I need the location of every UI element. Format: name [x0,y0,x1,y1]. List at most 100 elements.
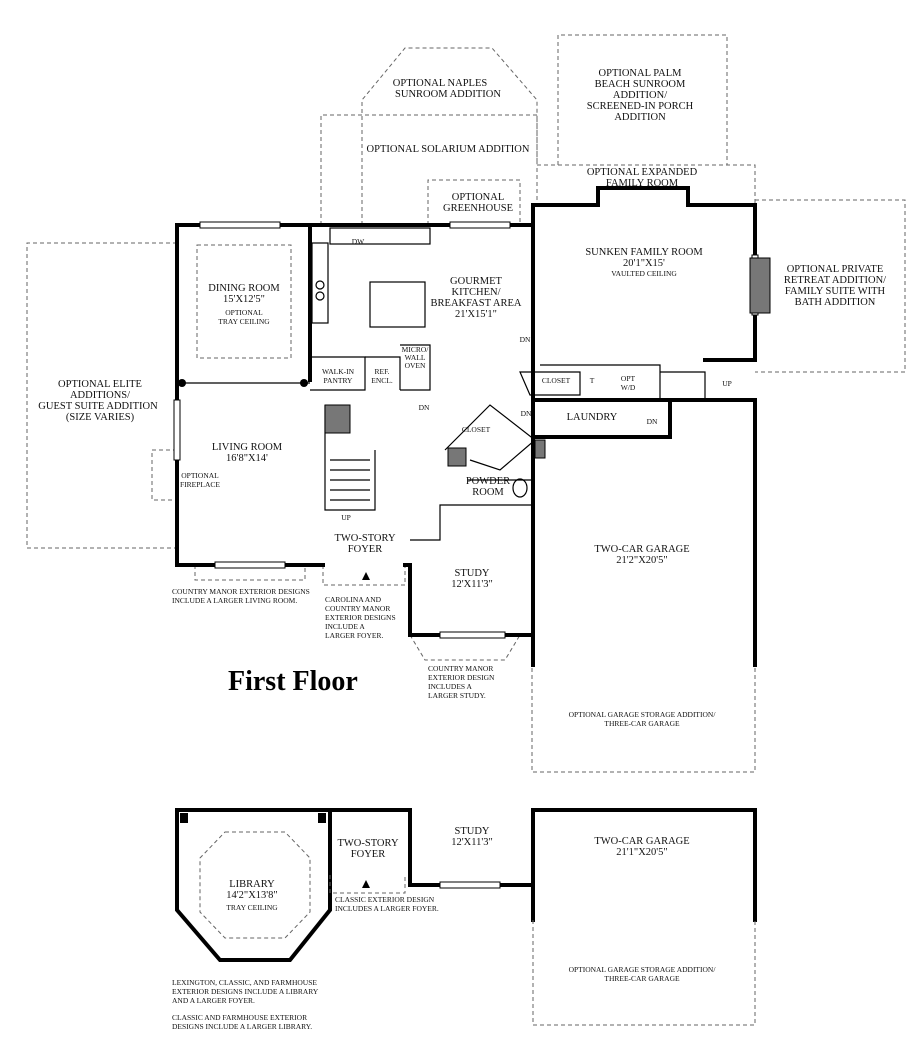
closet-post [447,447,467,467]
larger-foyer-outline [322,565,406,586]
closet-laundry-label: CLOSET [542,376,571,385]
powder-line1: POWDER [466,476,510,487]
dw-label: DW [352,237,365,246]
lexington-line3: AND A LARGER FOYER. [172,996,255,1005]
country-living-line1: COUNTRY MANOR EXTERIOR DESIGNS [172,587,310,596]
walls [175,186,757,667]
kitchen-line1: GOURMET [450,276,503,287]
cooktop [315,280,325,290]
pantry-line2: PANTRY [324,376,353,385]
window-study [439,631,506,639]
elite-line2: ADDITIONS/ [70,390,130,401]
ref-box [365,356,401,390]
pantry-box [310,356,366,391]
larger-study-outline [409,634,521,661]
optwd-line1: OPT [621,374,636,383]
laundry-north [540,364,661,400]
library-post-right [318,813,326,823]
elite-additions-outline [26,242,177,549]
alt-garage-storage-line1: OPTIONAL GARAGE STORAGE ADDITION/ [569,965,717,974]
carolina-line1: CAROLINA AND [325,595,382,604]
alt-garage-walls [531,808,757,922]
library-name: LIBRARY [229,879,275,890]
palm-line5: ADDITION [614,112,666,123]
west-wall [175,223,325,567]
fixtures [178,227,771,580]
optwd-line2: W/D [621,383,636,392]
micro-line2: WALL [405,353,426,362]
pantry-line1: WALK-IN [322,367,355,376]
dining-tray-outline [196,244,292,359]
window-living [214,561,286,569]
micro-box [400,344,431,391]
kitchen-counter [311,242,329,324]
alt-foyer-line2: FOYER [351,849,385,860]
closet-label: CLOSET [462,425,491,434]
window-kitchen [449,221,511,229]
garage-post [534,439,546,459]
classic-note-line1: CLASSIC EXTERIOR DESIGN [335,895,435,904]
study-size: 12'X11'3" [451,579,493,590]
classic-note-line2: INCLUDES A LARGER FOYER. [335,904,439,913]
dn-marker-4: DN [647,417,658,426]
solarium-label: OPTIONAL SOLARIUM ADDITION [367,144,530,155]
stairs-outline [324,405,376,511]
alt-garage-name: TWO-CAR GARAGE [594,836,689,847]
garage-storage-line1: OPTIONAL GARAGE STORAGE ADDITION/ [569,710,717,719]
laundry-label: LAUNDRY [567,412,618,423]
dn-marker-1: DN [520,335,531,344]
dining-note2: TRAY CEILING [218,317,270,326]
elite-line1: OPTIONAL ELITE [58,379,142,390]
carolina-line2: COUNTRY MANOR [325,604,390,613]
palm-line2: BEACH SUNROOM [595,79,686,90]
alt-garage-size: 21'1"X20'5" [616,847,667,858]
private-line4: BATH ADDITION [795,297,876,308]
naples-sunroom-outline [361,47,538,225]
palm-line3: ADDITION/ [613,90,667,101]
cooktop2 [315,291,325,301]
alt-study-name: STUDY [454,826,489,837]
alt-study-window [439,881,501,889]
library-tray-outline [199,831,311,939]
palm-line4: SCREENED-IN PORCH [587,101,694,112]
carolina-line3: EXTERIOR DESIGNS [325,613,396,622]
alt-foyer-outline [329,875,406,894]
kitchen-sink-counter [329,227,431,245]
column-2 [300,379,308,387]
greenhouse-line2: GREENHOUSE [443,203,513,214]
kitchen-size: 21'X15'1" [455,309,497,320]
laundry-walls [531,398,672,439]
fireplace-outline [151,449,177,501]
garage-name: TWO-CAR GARAGE [594,544,689,555]
garage-storage-outline [531,668,756,773]
foyer-line2: FOYER [348,544,382,555]
naples-line1: OPTIONAL NAPLES [393,78,488,89]
country-study-line2: EXTERIOR DESIGN [428,673,495,682]
carolina-line4: INCLUDE A [325,622,365,631]
garage-walls [531,398,757,667]
living-name: LIVING ROOM [212,442,283,453]
floor-title: First Floor [228,666,358,697]
alternate-plan: LIBRARY 14'2"X13'8" TRAY CEILING TWO-STO… [172,808,757,1031]
ref-line1: REF. [374,367,389,376]
family-note: VAULTED CEILING [611,269,677,278]
dining-size: 15'X12'5" [223,294,265,305]
lexington-line1: LEXINGTON, CLASSIC, AND FARMHOUSE [172,978,317,987]
dn-marker-2: DN [419,403,430,412]
dining-note1: OPTIONAL [225,308,263,317]
family-fireplace [749,257,771,314]
up-marker-1: UP [341,513,351,522]
expanded-family-outline [536,164,756,207]
library-size: 14'2"X13'8" [226,890,277,901]
larger-living-outline [194,565,306,581]
stair-newel [324,404,351,434]
powder-sink [512,478,528,498]
alt-entry-arrow [362,880,370,888]
dining-name: DINING ROOM [208,283,280,294]
expanded-line2: FAMILY ROOM [606,178,679,189]
garage-storage-line2: THREE-CAR GARAGE [604,719,680,728]
private-line1: OPTIONAL PRIVATE [787,264,884,275]
study-north [410,504,533,541]
fireplace-line1: OPTIONAL [181,471,219,480]
palm-beach-outline [557,34,728,165]
